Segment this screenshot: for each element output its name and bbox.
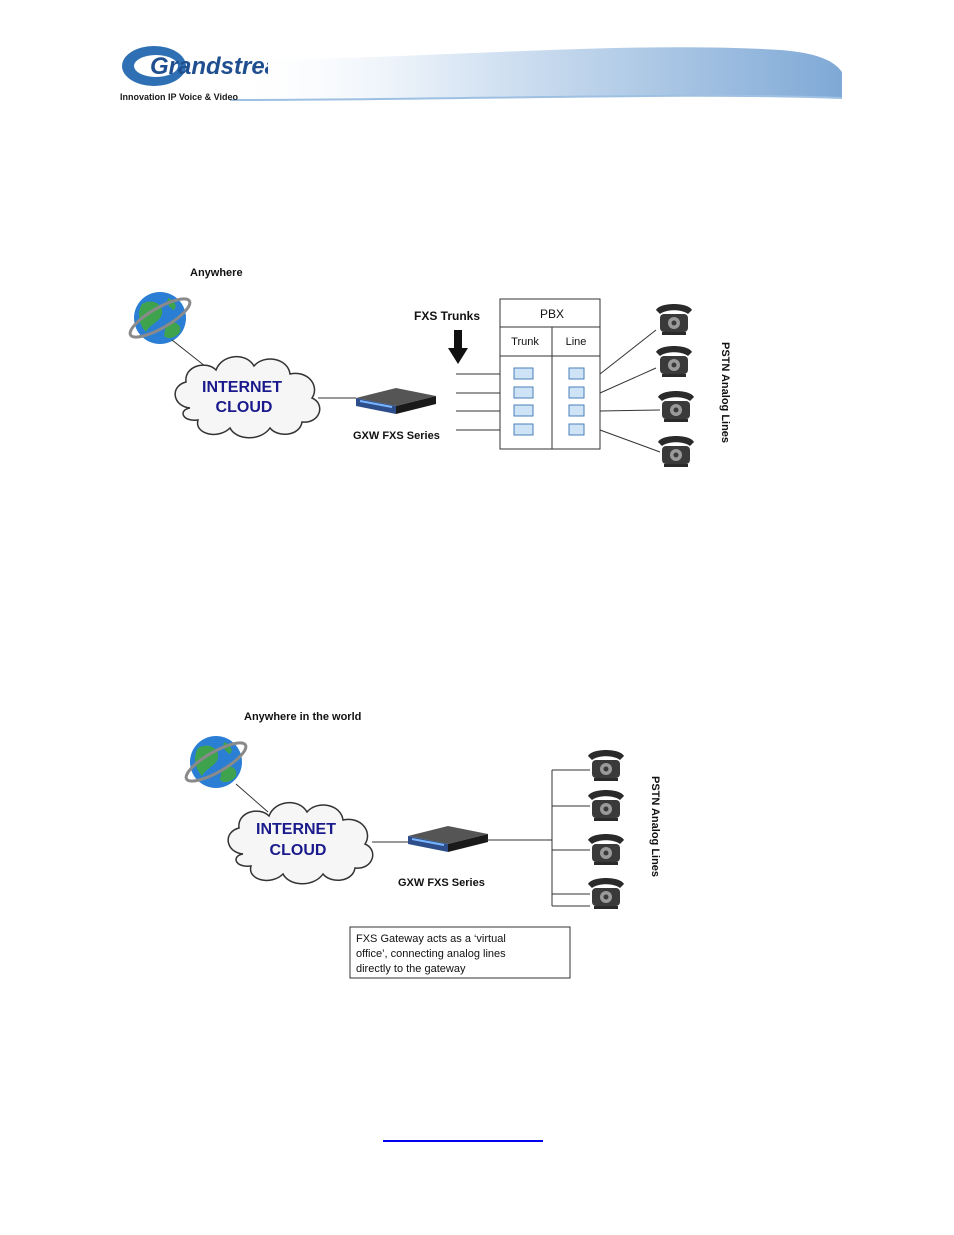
arrow-down-icon (448, 330, 468, 364)
logo-brand: Grandstream (150, 53, 268, 80)
cloud-label-line2: CLOUD (216, 399, 273, 416)
pbx-col-trunk: Trunk (511, 336, 539, 348)
pstn-label: PSTN Analog Lines (649, 776, 661, 877)
cloud-label-line1: INTERNET (202, 379, 282, 396)
note-line-2: office’, connecting analog lines (356, 948, 506, 960)
pbx-trunk-diagram: Anywhere INTERNET CLOUD GXW FXS Series F… (124, 267, 731, 467)
footer-link-underline[interactable] (383, 1140, 543, 1142)
note-box: FXS Gateway acts as a ‘virtual office’, … (349, 926, 571, 979)
cloud-label-line1: INTERNET (256, 821, 336, 838)
trunk-ports (513, 367, 534, 436)
pbx-col-line: Line (566, 336, 587, 348)
cloud-icon (174, 355, 321, 439)
header-banner (229, 47, 843, 101)
phone-icon (656, 346, 692, 377)
cloud-label-line2: CLOUD (270, 842, 327, 859)
location-label: Anywhere (190, 267, 243, 279)
note-line-3: directly to the gateway (356, 963, 466, 975)
globe-icon (124, 290, 196, 346)
pbx-box: PBX Trunk Line (499, 298, 601, 450)
logo-tagline: Innovation IP Voice & Video (120, 92, 239, 102)
pstn-label: PSTN Analog Lines (719, 342, 731, 443)
gateway-device-icon (355, 387, 437, 415)
virtual-office-diagram: Anywhere in the world INTERNET CLOUD GXW… (180, 711, 661, 979)
location-label: Anywhere in the world (244, 711, 361, 723)
phone-icon (588, 790, 624, 821)
globe-icon (180, 734, 252, 790)
phone-icon (588, 878, 624, 909)
device-label: GXW FXS Series (353, 430, 440, 442)
phone-icon (658, 391, 694, 422)
device-label: GXW FXS Series (398, 877, 485, 889)
phone-icon (588, 750, 624, 781)
line-ports (568, 367, 585, 436)
phone-icon (588, 834, 624, 865)
gateway-device-icon (407, 825, 489, 853)
pbx-title: PBX (540, 307, 564, 321)
note-line-1: FXS Gateway acts as a ‘virtual (356, 933, 506, 945)
phone-icon (658, 436, 694, 467)
grandstream-logo: Grandstream Innovation IP Voice & Video (118, 40, 299, 106)
trunks-label: FXS Trunks (414, 309, 480, 323)
phone-icon (656, 304, 692, 335)
